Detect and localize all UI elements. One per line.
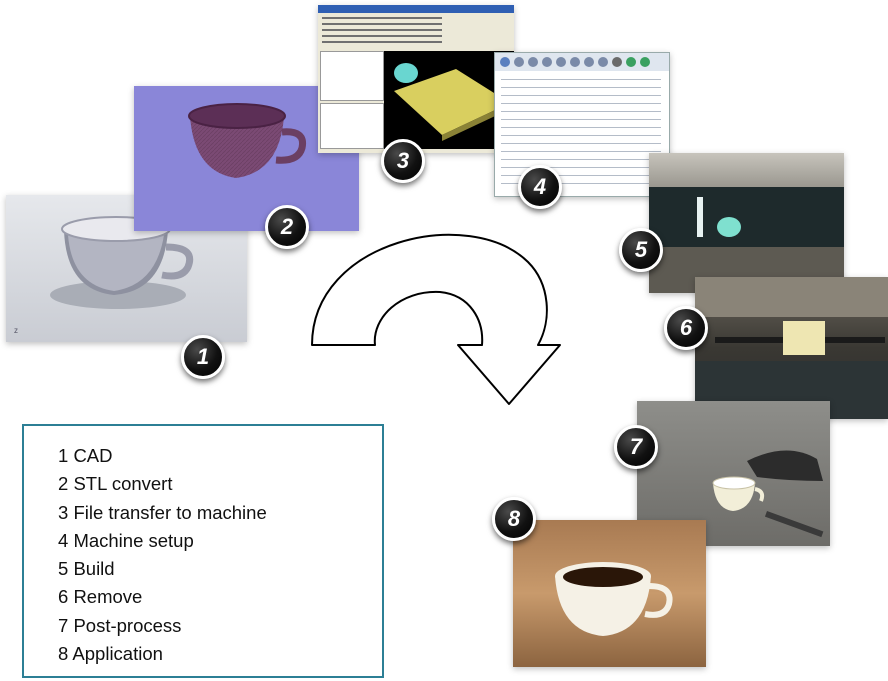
coffee-cup-illustration (555, 562, 673, 636)
removal-illustration (695, 277, 888, 419)
legend-label: Remove (73, 586, 143, 608)
legend-number: 3 (58, 501, 69, 523)
legend-item-2: 2 STL convert (58, 470, 382, 498)
build-tray-preview (384, 51, 514, 149)
remove-photo (695, 277, 888, 419)
svg-text:z: z (14, 326, 18, 335)
legend-label: Application (72, 643, 163, 665)
file-list-pane (320, 51, 384, 101)
step-3-badge: 3 (381, 139, 425, 183)
legend-number: 2 (58, 473, 69, 495)
legend-number: 6 (58, 586, 69, 608)
step-4-badge: 4 (518, 165, 562, 209)
file-transfer-screenshot (318, 5, 514, 153)
build-chamber-illustration (649, 187, 844, 293)
step-2-badge: 2 (265, 205, 309, 249)
step-6-badge: 6 (664, 306, 708, 350)
toolbar-strip (495, 53, 669, 71)
software-menu-text (322, 17, 442, 47)
step-1-badge: 1 (181, 335, 225, 379)
legend-item-7: 7 Post-process (58, 612, 382, 640)
build-photo (649, 153, 844, 293)
stl-cup-illustration (188, 103, 307, 178)
stl-mesh-image (134, 86, 359, 231)
post-process-illustration (712, 450, 824, 538)
steps-legend: 1 CAD 2 STL convert 3 File transfer to m… (22, 424, 384, 678)
legend-number: 7 (58, 614, 69, 636)
legend-label: Machine setup (73, 529, 194, 551)
step-5-badge: 5 (619, 228, 663, 272)
legend-item-3: 3 File transfer to machine (58, 499, 382, 527)
log-pane (320, 103, 384, 149)
legend-label: STL convert (73, 473, 173, 495)
legend-item-1: 1 CAD (58, 442, 382, 470)
step-7-badge: 7 (614, 425, 658, 469)
legend-label: CAD (73, 445, 113, 466)
legend-item-5: 5 Build (58, 555, 382, 583)
legend-number: 8 (58, 643, 69, 665)
legend-item-6: 6 Remove (58, 583, 382, 611)
legend-label: Build (73, 558, 115, 580)
legend-number: 4 (58, 529, 69, 551)
legend-label: File transfer to machine (73, 501, 267, 523)
software-title-bar (318, 5, 514, 13)
steps-list: 1 CAD 2 STL convert 3 File transfer to m… (24, 426, 382, 668)
legend-label: Post-process (73, 614, 182, 636)
legend-item-4: 4 Machine setup (58, 527, 382, 555)
application-photo (513, 520, 706, 667)
legend-number: 5 (58, 558, 69, 580)
legend-item-8: 8 Application (58, 640, 382, 668)
cad-cup-illustration: z (14, 216, 194, 335)
step-8-badge: 8 (492, 497, 536, 541)
legend-number: 1 (58, 445, 69, 466)
